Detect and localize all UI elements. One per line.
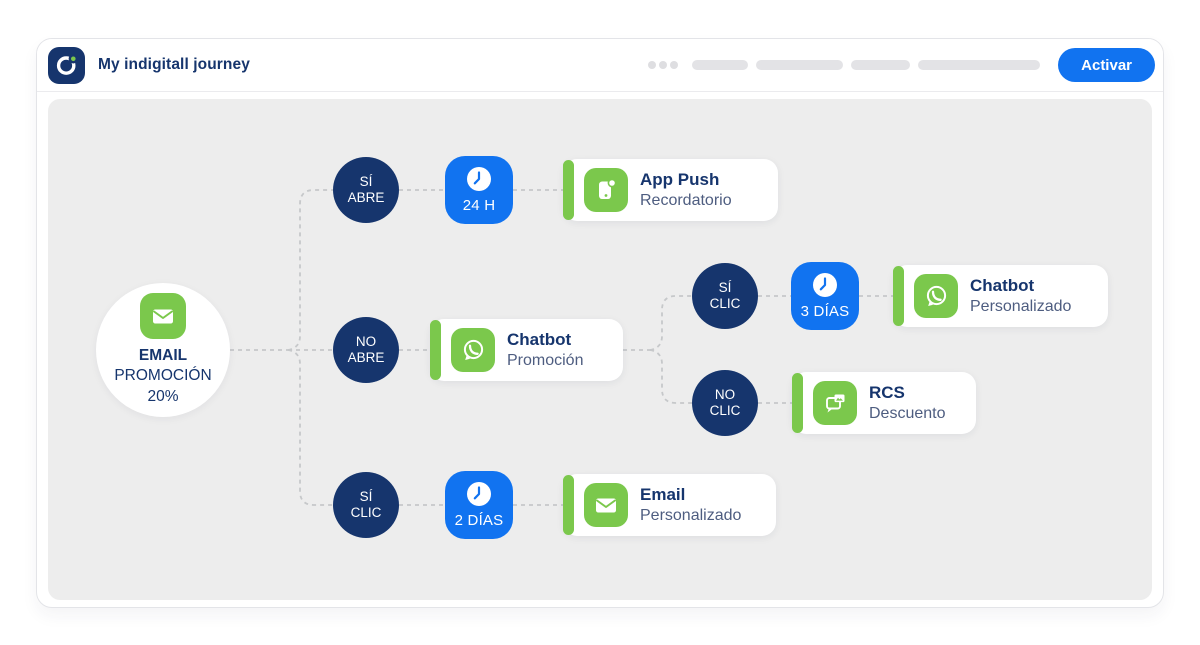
- clock-icon: [813, 273, 837, 297]
- condition-label: SÍ: [718, 279, 732, 295]
- journey-canvas[interactable]: EMAIL PROMOCIÓN 20% SÍ ABRE NO ABRE SÍ C…: [48, 99, 1152, 600]
- card-title: App Push: [640, 169, 720, 189]
- card-subtitle: Recordatorio: [640, 191, 732, 209]
- journey-window: My indigitall journey Activar: [36, 38, 1164, 608]
- connector-fork2-up: [649, 295, 692, 351]
- indigitall-logo-glyph: [56, 54, 78, 75]
- card-accent-bar: [893, 266, 904, 326]
- action-card-rcs-descuento[interactable]: RCS Descuento: [792, 372, 976, 434]
- condition-label: CLIC: [350, 505, 382, 520]
- clock-icon: [467, 482, 491, 506]
- condition-label: NO: [355, 333, 377, 349]
- connector-fork1-up: [287, 189, 333, 351]
- whatsapp-icon: [914, 274, 958, 318]
- delay-label: 2 DÍAS: [454, 512, 504, 529]
- action-card-app-push-recordatorio[interactable]: App Push Recordatorio: [563, 159, 778, 221]
- progress-dot: [648, 61, 657, 69]
- card-accent-bar: [430, 320, 441, 380]
- app-header: My indigitall journey Activar: [37, 39, 1163, 92]
- email-icon: [140, 293, 186, 340]
- activate-button[interactable]: Activar: [1058, 48, 1155, 82]
- progress-bar: [692, 60, 749, 70]
- condition-label: ABRE: [347, 350, 385, 365]
- card-subtitle: Descuento: [869, 404, 946, 422]
- card-title: Chatbot: [970, 275, 1035, 295]
- delay-node-24h[interactable]: 24 H: [445, 156, 513, 224]
- progress-bar: [851, 60, 911, 70]
- card-subtitle: Promoción: [507, 351, 584, 369]
- card-title: RCS: [869, 382, 905, 402]
- condition-label: SÍ: [359, 173, 373, 189]
- connector-fork2-down: [649, 349, 692, 404]
- action-card-email-personalizado[interactable]: Email Personalizado: [563, 474, 776, 536]
- condition-label: SÍ: [359, 488, 373, 504]
- progress-dot: [659, 61, 668, 69]
- delay-label: 3 DÍAS: [800, 303, 850, 320]
- delay-node-3-dias[interactable]: 3 DÍAS: [791, 262, 859, 330]
- journey-progress-indicator: [648, 60, 1041, 70]
- email-icon: [584, 483, 628, 527]
- condition-node-no-abre[interactable]: NO ABRE: [333, 317, 399, 383]
- card-accent-bar: [563, 475, 574, 535]
- progress-bar: [756, 60, 844, 70]
- condition-label: ABRE: [347, 190, 385, 205]
- card-subtitle: Personalizado: [970, 297, 1072, 315]
- condition-node-si-clic-right[interactable]: SÍ CLIC: [692, 263, 758, 329]
- start-node-value: 20%: [147, 387, 179, 405]
- card-subtitle: Personalizado: [640, 506, 742, 524]
- connector-lines: [230, 189, 893, 506]
- condition-node-no-clic[interactable]: NO CLIC: [692, 370, 758, 436]
- page-title: My indigitall journey: [98, 56, 250, 73]
- action-card-chatbot-promocion[interactable]: Chatbot Promoción: [430, 319, 623, 381]
- card-accent-bar: [563, 160, 574, 220]
- whatsapp-icon: [451, 328, 495, 372]
- start-node-email-promocion[interactable]: EMAIL PROMOCIÓN 20%: [96, 283, 230, 417]
- progress-dot: [670, 61, 679, 69]
- progress-bar: [918, 60, 1041, 70]
- card-accent-bar: [792, 373, 803, 433]
- app-push-icon: [584, 168, 628, 212]
- delay-node-2-dias[interactable]: 2 DÍAS: [445, 471, 513, 539]
- condition-node-si-clic-bottom[interactable]: SÍ CLIC: [333, 472, 399, 538]
- start-node-title: EMAIL: [138, 347, 188, 365]
- condition-label: NO: [714, 386, 736, 402]
- start-node-subtitle: PROMOCIÓN: [114, 367, 212, 385]
- delay-label: 24 H: [462, 197, 496, 214]
- action-card-chatbot-personalizado[interactable]: Chatbot Personalizado: [893, 265, 1108, 327]
- indigitall-logo: [48, 46, 85, 84]
- rcs-chat-icon: [813, 381, 857, 425]
- clock-icon: [467, 167, 491, 191]
- card-title: Email: [640, 484, 686, 504]
- condition-label: CLIC: [709, 296, 741, 311]
- condition-label: CLIC: [709, 403, 741, 418]
- card-title: Chatbot: [507, 329, 572, 349]
- connector-fork1-down: [287, 349, 333, 506]
- condition-node-si-abre[interactable]: SÍ ABRE: [333, 157, 399, 223]
